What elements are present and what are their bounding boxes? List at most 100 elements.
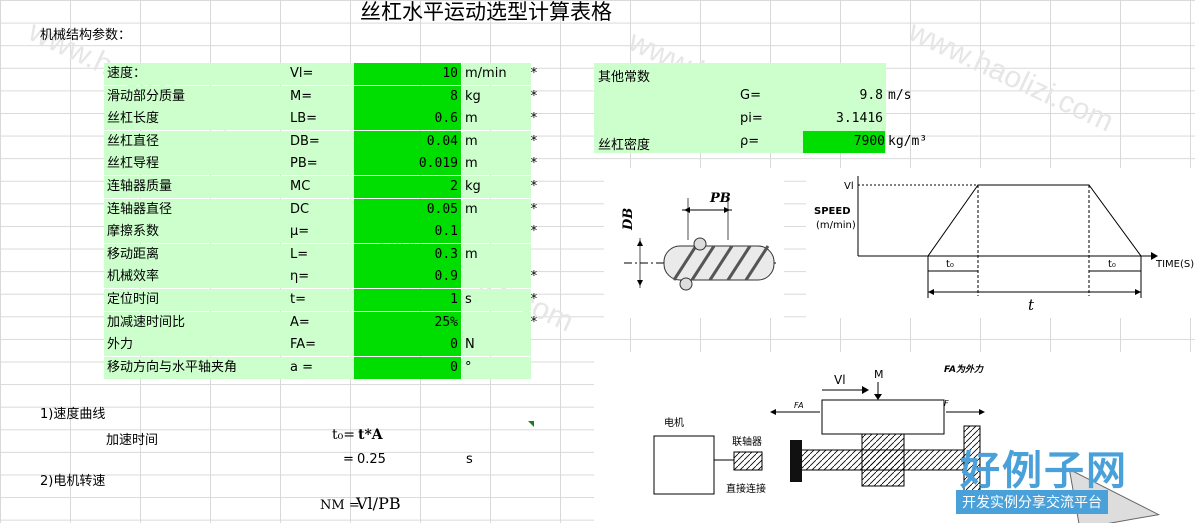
param-unit: kg — [462, 85, 531, 108]
required-marker: * — [530, 156, 538, 172]
t0-left-label: t₀ — [946, 259, 954, 270]
required-marker — [530, 334, 544, 356]
comment-marker-icon — [528, 421, 534, 427]
nm-lhs: NM = — [320, 498, 360, 513]
fa-note: FA为外力 — [944, 364, 984, 375]
sheet-title: 丝杠水平运动选型计算表格 — [360, 0, 612, 24]
param-value[interactable]: 0.3 — [354, 243, 461, 266]
param-unit: kg — [462, 176, 531, 198]
param-value[interactable]: 8 — [354, 85, 461, 108]
pi-symbol: pi= — [740, 111, 763, 126]
pb-label: PB — [709, 191, 731, 206]
required-marker: * — [530, 292, 538, 307]
required-marker: * — [530, 66, 538, 81]
param-value[interactable]: 1 — [354, 289, 461, 311]
param-unit: m — [462, 108, 531, 131]
param-unit — [462, 311, 531, 334]
param-symbol: LB= — [290, 108, 354, 131]
required-marker: * — [530, 269, 538, 285]
section-subtitle: 机械结构参数： — [40, 28, 132, 43]
speed-unit-label: (m/min) — [816, 220, 856, 231]
direct-connect-label: 直接连接 — [726, 482, 766, 495]
rho-label: 丝杠密度 — [598, 138, 651, 153]
param-value[interactable]: 0.05 — [354, 198, 461, 221]
coupler-label: 联轴器 — [732, 435, 762, 448]
t0-unit: s — [466, 452, 473, 467]
param-value[interactable]: 0.04 — [354, 130, 461, 153]
param-unit: m — [462, 198, 531, 221]
param-symbol: A= — [290, 311, 354, 334]
constants-header: 其他常数 — [598, 70, 651, 85]
param-value[interactable]: 0.6 — [354, 108, 461, 131]
mech-m-label: M — [874, 368, 884, 381]
speed-profile-chart: Vl SPEED (m/min) t₀ t₀ TIME(S) t — [806, 168, 1195, 318]
param-value[interactable]: 0 — [354, 334, 461, 357]
t0-result[interactable]: 0.25 — [357, 452, 386, 467]
param-unit: ° — [462, 356, 531, 379]
param-unit: m — [462, 130, 531, 153]
param-value[interactable]: 0 — [354, 356, 461, 379]
required-marker: * — [530, 201, 538, 217]
g-value[interactable]: 9.8 — [859, 88, 883, 103]
rho-unit: kg/m³ — [888, 134, 928, 149]
param-unit: s — [462, 289, 531, 311]
param-unit: m/min — [462, 63, 531, 85]
time-axis-label: TIME(S) — [1155, 259, 1194, 270]
section2-title: 2)电机转速 — [40, 474, 106, 489]
param-unit — [462, 221, 531, 244]
required-marker: * — [530, 111, 538, 127]
t0-formula: t*A — [358, 427, 383, 443]
screw-diagram: PB DB — [604, 168, 784, 318]
param-symbol: MC — [290, 176, 354, 198]
required-marker: * — [530, 88, 538, 104]
g-unit: m/s — [888, 88, 912, 103]
param-symbol: M= — [290, 85, 354, 108]
param-symbol: PB= — [290, 153, 354, 176]
mech-vl-label: Vl — [834, 373, 846, 387]
logo-slogan: 开发实例分享交流平台 — [956, 490, 1108, 514]
required-marker: * — [530, 224, 538, 240]
param-symbol: DB= — [290, 130, 354, 153]
param-value[interactable]: 2 — [354, 176, 461, 198]
required-marker — [530, 357, 544, 379]
f-arrow-label: F — [944, 399, 949, 408]
param-unit: m — [462, 243, 531, 266]
param-symbol: μ= — [290, 221, 354, 244]
section1-title: 1)速度曲线 — [40, 407, 106, 422]
param-value[interactable]: 10 — [354, 63, 461, 85]
vl-axis-label: Vl — [844, 181, 854, 192]
g-symbol: G= — [740, 88, 761, 103]
speed-axis-label: SPEED — [814, 206, 851, 217]
t0-eq: = — [343, 452, 354, 467]
param-value[interactable]: 0.1 — [354, 221, 461, 244]
param-value[interactable]: 0.9 — [354, 266, 461, 289]
t0-lhs: t₀= — [332, 427, 355, 443]
required-marker — [530, 244, 544, 266]
param-unit: m — [462, 153, 531, 176]
param-symbol: Vl= — [290, 63, 354, 85]
param-symbol: FA= — [290, 334, 354, 357]
param-value[interactable]: 25% — [354, 311, 461, 334]
pi-value[interactable]: 3.1416 — [836, 111, 883, 126]
param-unit: N — [462, 334, 531, 357]
t-label: t — [1028, 296, 1035, 314]
accel-time-label: 加速时间 — [106, 433, 159, 448]
fa-arrow-label: FA — [794, 401, 804, 410]
db-label: DB — [621, 208, 636, 231]
required-marker: * — [530, 314, 538, 330]
param-symbol: a = — [290, 356, 354, 379]
param-unit — [462, 266, 531, 289]
nm-formula: Vl/PB — [356, 494, 401, 513]
param-value[interactable]: 0.019 — [354, 153, 461, 176]
param-symbol: η= — [290, 266, 354, 289]
motor-label: 电机 — [664, 416, 684, 429]
param-symbol: L= — [290, 243, 354, 266]
rho-symbol: ρ= — [740, 134, 760, 149]
logo-text: 好例子网 — [960, 449, 1128, 493]
param-symbol: t= — [290, 289, 354, 311]
param-symbol: DC — [290, 198, 354, 221]
t0-right-label: t₀ — [1108, 259, 1116, 270]
required-marker: * — [530, 179, 538, 194]
required-marker: * — [530, 133, 538, 149]
rho-value[interactable]: 7900 — [803, 131, 885, 153]
